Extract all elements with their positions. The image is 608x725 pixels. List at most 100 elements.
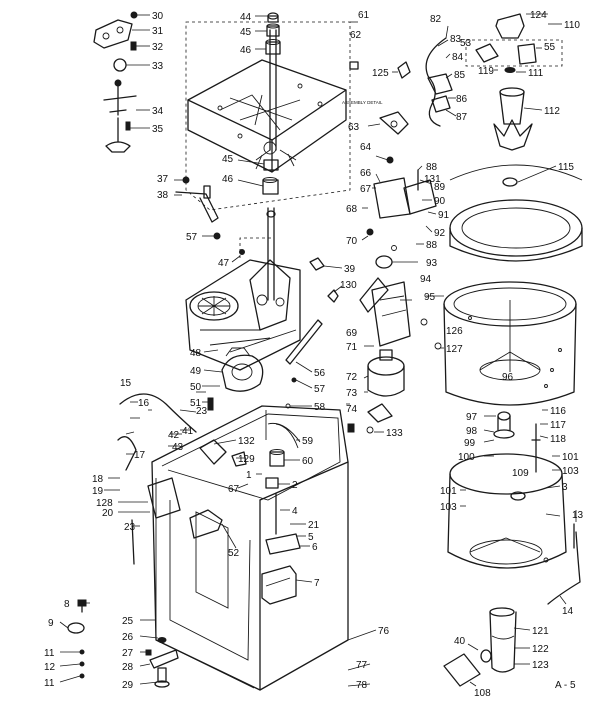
callout-53: 53 [460,38,472,49]
callout-90: 90 [434,196,446,207]
callout-118: 118 [550,434,566,445]
screw-part-51 [207,397,214,411]
callout-61: 61 [358,10,370,21]
callout-50: 50 [190,382,202,393]
callout-126: 126 [446,326,463,337]
callout-91: 91 [438,210,450,221]
bushing-part-45-top [266,23,280,37]
valve-part-63 [379,111,409,135]
callout-25: 25 [122,616,134,627]
callout-110: 110 [564,20,580,31]
callout-125: 125 [372,68,389,79]
nut-part-62 [349,61,359,70]
callout-57-top: 57 [186,232,198,243]
callout-99: 99 [464,438,476,449]
callout-119: 119 [478,66,494,77]
transmission-part-48 [185,207,301,371]
callout-15: 15 [120,378,132,389]
tub-ring-part-91 [449,199,583,262]
collar-part-46-lower [262,177,279,195]
callout-46-lower: 46 [222,174,234,185]
leveling-leg-part-29 [154,667,170,688]
callout-45-top: 45 [240,27,252,38]
screw-part-127 [434,342,442,350]
leg-part-28 [149,649,179,669]
screw-part-32 [130,41,137,51]
callout-87: 87 [456,112,468,123]
rod-part-23 [131,519,135,565]
callout-2: 2 [292,480,298,491]
gasket-part-92 [449,164,583,181]
harness-part-59 [267,422,301,449]
mounting-plate-part-61 [185,21,351,211]
leader-lines [59,13,577,687]
callout-26: 26 [122,632,134,643]
callout-52: 52 [228,548,240,559]
motor-bracket-part-7 [261,565,297,605]
callout-124: 124 [530,10,547,21]
callout-128: 128 [96,498,113,509]
callout-132: 132 [238,436,255,447]
screw-part-74 [347,423,355,433]
callout-7: 7 [314,578,320,589]
callout-88-lower: 88 [426,240,438,251]
callout-60: 60 [302,456,314,467]
callout-59: 59 [302,436,314,447]
cabinet-frame [151,405,349,691]
callout-71: 71 [346,342,358,353]
callout-131: 131 [424,174,441,185]
screw-part-27 [145,649,152,656]
clip-part-129 [231,451,247,467]
switch-part-52 [189,509,223,539]
callout-122: 122 [532,644,549,655]
callout-63: 63 [348,122,360,133]
screw-part-117 [531,423,541,473]
bracket-part-20 [147,477,181,519]
callout-18: 18 [92,474,104,485]
callout-111: 111 [528,68,544,79]
collar-part-46-top [265,39,281,55]
washer-part-133 [366,426,374,434]
callout-109: 109 [512,468,529,479]
callout-29: 29 [122,680,134,691]
callout-56: 56 [314,368,326,379]
callout-16: 16 [138,398,150,409]
callout-121: 121 [532,626,549,637]
callout-86: 86 [456,94,468,105]
cap-parts-110 [465,39,563,67]
bearing-part-109 [510,491,526,501]
callout-43: 43 [172,442,184,453]
callout-100: 100 [458,452,475,463]
callout-127: 127 [446,344,463,355]
callout-62: 62 [350,30,362,41]
callout-101-left: 101 [440,486,457,497]
callout-77: 77 [356,660,368,671]
callout-45-lower: 45 [222,154,234,165]
seal-part-115 [502,177,518,187]
callout-66: 66 [360,168,372,179]
callout-84: 84 [452,52,464,63]
ball-part-33 [113,58,127,72]
callout-19: 19 [92,486,104,497]
part-number-labels: 30 31 32 33 34 35 44 45 46 61 62 45 46 3… [44,10,584,699]
callout-58: 58 [314,402,326,413]
clamp-part-9 [67,622,85,634]
callout-130: 130 [340,280,357,291]
bracket-part-66 [373,177,411,219]
callout-23-upper: 23 [196,406,208,417]
callout-41: 41 [182,426,194,437]
pulley-part-73 [367,403,393,423]
screw-part-130 [327,289,339,303]
bracket-part-31 [93,11,138,49]
bracket-part-38 [175,176,221,240]
callout-72: 72 [346,372,358,383]
nut-part-26 [157,637,167,643]
callout-46-top: 46 [240,45,252,56]
agitator-part-112 [493,87,533,151]
lever-part-34 [103,79,137,116]
link-part-56 [285,319,323,365]
callout-85: 85 [454,70,466,81]
switch-part-125 [397,61,411,79]
callout-129: 129 [238,454,255,465]
callout-11-upper: 11 [44,648,55,659]
